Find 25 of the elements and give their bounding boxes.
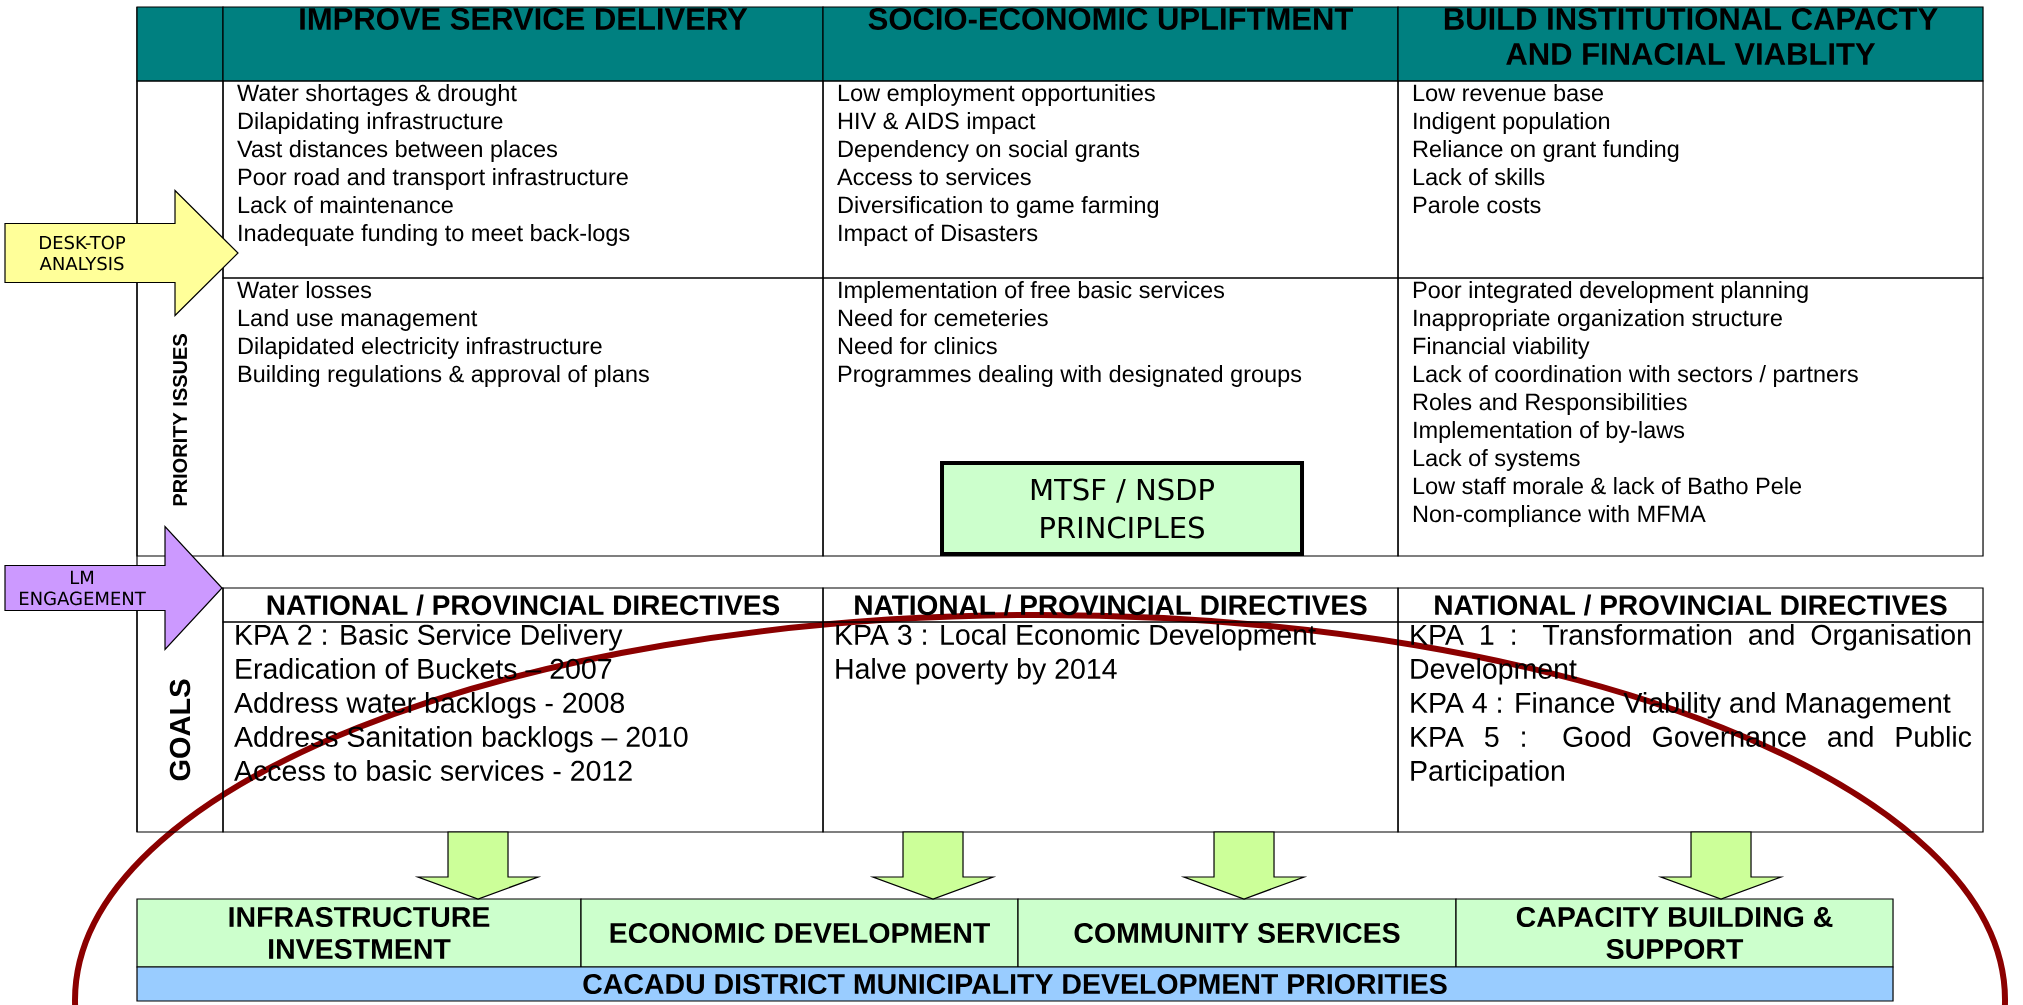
block-arrow — [4, 189, 239, 317]
header-cell: SOCIO-ECONOMIC UPLIFTMENT — [822, 6, 1399, 82]
title-band: CACADU DISTRICT MUNICIPALITY DEVELOPMENT PRIORITIES — [136, 966, 1894, 1002]
priority-box: COMMUNITY SERVICES — [1017, 898, 1457, 968]
block-arrow — [1180, 831, 1308, 900]
edge-label: DESK-TOP ANALYSIS — [39, 235, 126, 271]
header-cell: BUILD INSTITUTIONAL CAPACTY AND FINACIAL VIABLITY — [1397, 6, 1984, 82]
table-cell: Poor integrated development planning Inappropriate organization structure Financial viability Lack of coordination with sectors / partners Roles and Responsibilities Implementation of by-laws Lack of systems Low staff morale & lack of Batho Pele Non-compliance with MFMA — [1397, 277, 1984, 557]
row-label-cell: PRIORITY ISSUES — [136, 80, 224, 557]
priority-box: CAPACITY BUILDING & SUPPORT — [1455, 898, 1894, 968]
table-cell: Low revenue base Indigent population Reliance on grant funding Lack of skills Parole costs — [1397, 80, 1984, 279]
header-cell: NATIONAL / PROVINCIAL DIRECTIVES — [222, 587, 824, 623]
principles-box: MTSF / NSDP PRINCIPLES — [940, 461, 1304, 556]
header-cell: NATIONAL / PROVINCIAL DIRECTIVES — [822, 587, 1399, 623]
priority-box: INFRASTRUCTURE INVESTMENT — [136, 898, 582, 968]
table-cell: KPA 3 : Local Economic Development Halve poverty by 2014 — [822, 621, 1399, 833]
block-arrow — [414, 831, 542, 900]
table-cell: Water shortages & drought Dilapidating infrastructure Vast distances between places Poor road and transport infrastructure Lack of maintenance Inadequate funding to meet back-logs — [222, 80, 824, 279]
table-cell: Water losses Land use management Dilapidated electricity infrastructure Building regulations & approval of plans — [222, 277, 824, 557]
priority-box: ECONOMIC DEVELOPMENT — [580, 898, 1019, 968]
header-cell: NATIONAL / PROVINCIAL DIRECTIVES — [1397, 587, 1984, 623]
block-arrow — [4, 524, 223, 652]
block-arrow — [869, 831, 997, 900]
block-arrow — [1657, 831, 1785, 900]
table-cell: Low employment opportunities HIV & AIDS impact Dependency on social grants Access to services Diversification to game farming Impact of Disasters — [822, 80, 1399, 279]
